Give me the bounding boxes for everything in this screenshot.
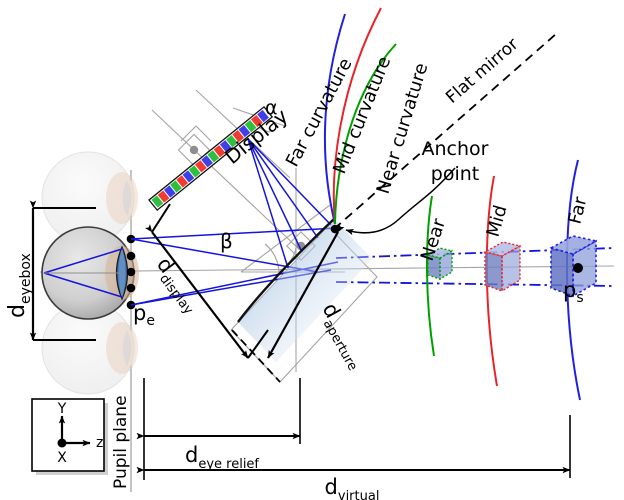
anchor-point-leader xyxy=(345,167,456,236)
pupil-point-center xyxy=(126,267,136,277)
virtual-cube-near xyxy=(426,247,454,281)
d-aperture-dimension xyxy=(267,223,345,359)
pupil-point-4 xyxy=(126,283,136,293)
ghost-lens-bottom xyxy=(122,330,132,366)
cornea-ghost-top xyxy=(106,172,138,224)
near-curvature-arc xyxy=(334,43,397,225)
pupil-point-2 xyxy=(126,251,136,261)
d-display-dimension xyxy=(144,224,249,359)
flat-mirror-label: Flat mirror xyxy=(442,34,522,107)
axes-legend-box xyxy=(31,398,108,475)
p-s-dot xyxy=(573,263,583,273)
d-eye-relief-label: deye relief xyxy=(185,443,259,472)
p-e-label: pe xyxy=(133,301,155,329)
display-stripes xyxy=(151,109,269,208)
display-square-marker xyxy=(180,125,212,142)
virtual-cube-mid xyxy=(483,241,522,293)
display-bracket-bottom xyxy=(247,329,269,359)
anchor-point-label-line2: point xyxy=(431,163,479,185)
display-bracket-top xyxy=(151,203,171,233)
display-panel xyxy=(148,105,274,212)
eye-group xyxy=(41,151,139,395)
alpha-label: α xyxy=(265,97,278,119)
p-s-label: ps xyxy=(563,278,584,306)
near-image-plane xyxy=(425,195,435,357)
axis-y-label: Y xyxy=(57,401,67,417)
d-virtual-label: dvirtual xyxy=(325,475,380,500)
d-eyebox-label: deyebox xyxy=(5,253,34,318)
virtual-cube-far xyxy=(548,235,599,298)
axis-z-label: z xyxy=(96,435,103,451)
cornea-ghost-bottom xyxy=(106,322,138,374)
anchor-point-label-line1: Anchor xyxy=(422,138,489,160)
axis-x-label: X xyxy=(57,450,67,466)
display-pivot-dot xyxy=(189,145,199,155)
pupil-plane-label: Pupil plane xyxy=(111,395,131,489)
far-plane-label: Far xyxy=(564,194,591,226)
d-display-label: ddisplay xyxy=(148,253,207,318)
d-virtual-dimension xyxy=(136,415,571,478)
mid-curvature-arc xyxy=(332,7,382,225)
beta-label: β xyxy=(220,229,233,253)
retina-rays xyxy=(43,248,123,298)
aperture-back-dashed xyxy=(231,329,281,383)
mid-plane-label: Mid xyxy=(483,203,512,240)
flat-mirror-line xyxy=(333,33,557,230)
ghost-lens-top xyxy=(122,180,132,216)
far-curvature-arc xyxy=(323,13,346,225)
d-eyebox-dimension xyxy=(29,200,96,341)
d-eye-relief-dimension xyxy=(136,378,301,480)
